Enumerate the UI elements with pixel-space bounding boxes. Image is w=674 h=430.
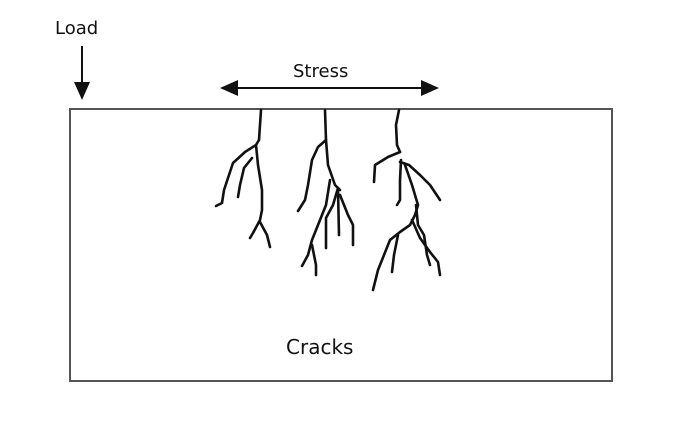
crack-2 — [296, 108, 355, 277]
stress-label: Stress — [293, 61, 349, 82]
cracks-label: Cracks — [286, 335, 354, 359]
load-label: Load — [55, 18, 99, 39]
crack-1 — [214, 108, 272, 249]
material-block — [69, 108, 613, 382]
crack-3 — [371, 108, 442, 292]
